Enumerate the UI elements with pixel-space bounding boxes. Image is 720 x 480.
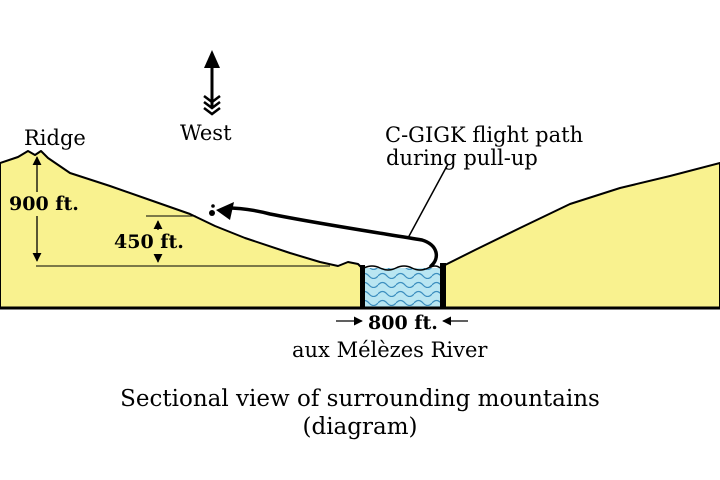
caption-line2: (diagram) — [303, 414, 418, 440]
ridge-label: Ridge — [24, 126, 86, 150]
flight-path-label-line1: C-GIGK flight path — [385, 123, 583, 147]
flight-path — [224, 206, 439, 268]
west-label: West — [180, 121, 232, 145]
west-arrow-icon — [203, 50, 221, 116]
river-surface — [363, 265, 441, 271]
pullup-height-label: 450 ft. — [114, 231, 184, 253]
river-name-label: aux Mélèzes River — [292, 338, 488, 362]
river-right-bank — [440, 263, 446, 309]
river-left-bank — [360, 265, 365, 309]
flight-path-arrowhead — [216, 202, 234, 220]
ridge-height-label: 900 ft. — [9, 193, 79, 215]
right-mountain — [442, 162, 720, 309]
flight-path-endpoint-dot — [211, 204, 215, 208]
flight-path-leader — [407, 163, 449, 239]
left-mountain — [0, 150, 363, 309]
flight-path-endpoint — [209, 210, 215, 216]
river-wave-pattern — [364, 268, 440, 308]
ridge-height-label-bg — [8, 192, 80, 216]
pullup-height-label-bg — [113, 230, 189, 254]
caption-line1: Sectional view of surrounding mountains — [120, 386, 600, 412]
river-width-label: 800 ft. — [368, 312, 438, 334]
flight-path-label-line2: during pull-up — [386, 146, 538, 170]
